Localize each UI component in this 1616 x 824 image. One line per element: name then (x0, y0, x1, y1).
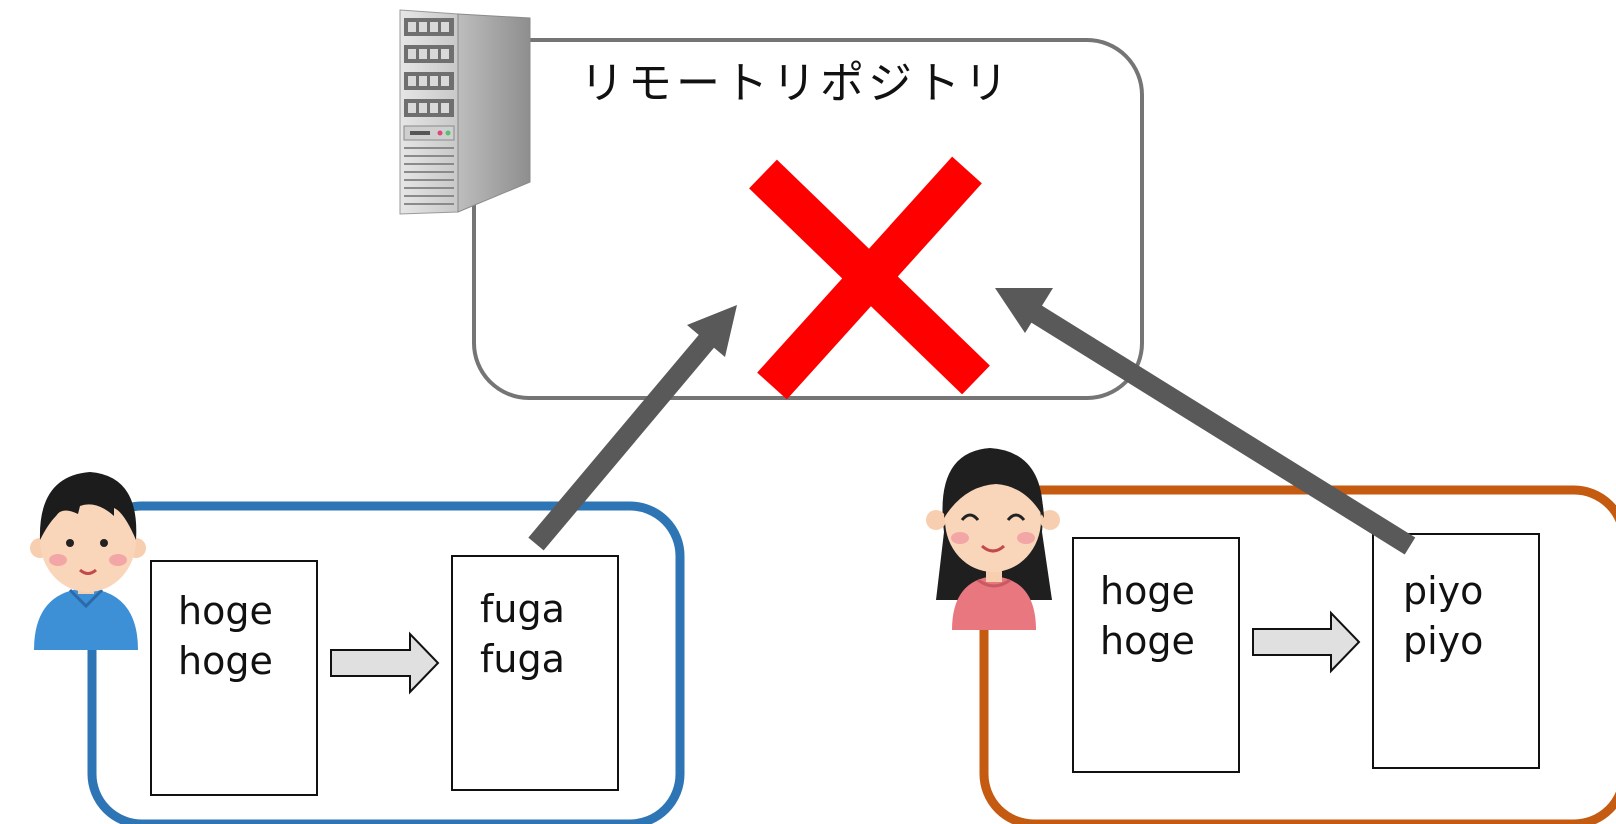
left-after-line-2: fuga (480, 637, 565, 681)
right-push-arrow (995, 288, 1416, 555)
girl-avatar (926, 448, 1060, 630)
reject-x-icon (749, 156, 990, 400)
server-icon (399, 9, 531, 215)
left-after-document: fuga fuga (451, 555, 619, 791)
right-before-document: hoge hoge (1072, 537, 1240, 773)
right-after-line-1: piyo (1403, 569, 1483, 613)
left-after-line-1: fuga (480, 587, 565, 631)
left-before-line-1: hoge (178, 589, 273, 633)
right-after-document: piyo piyo (1372, 533, 1540, 769)
remote-repository-label: リモートリポジトリ (580, 58, 1012, 109)
right-before-line-2: hoge (1100, 619, 1195, 663)
left-before-line-2: hoge (178, 639, 273, 683)
right-after-line-2: piyo (1403, 619, 1483, 663)
right-change-arrow (1252, 610, 1361, 674)
right-before-line-1: hoge (1100, 569, 1195, 613)
boy-avatar (30, 472, 146, 650)
left-push-arrow (528, 305, 737, 551)
left-before-document: hoge hoge (150, 560, 318, 796)
left-change-arrow (330, 631, 440, 695)
